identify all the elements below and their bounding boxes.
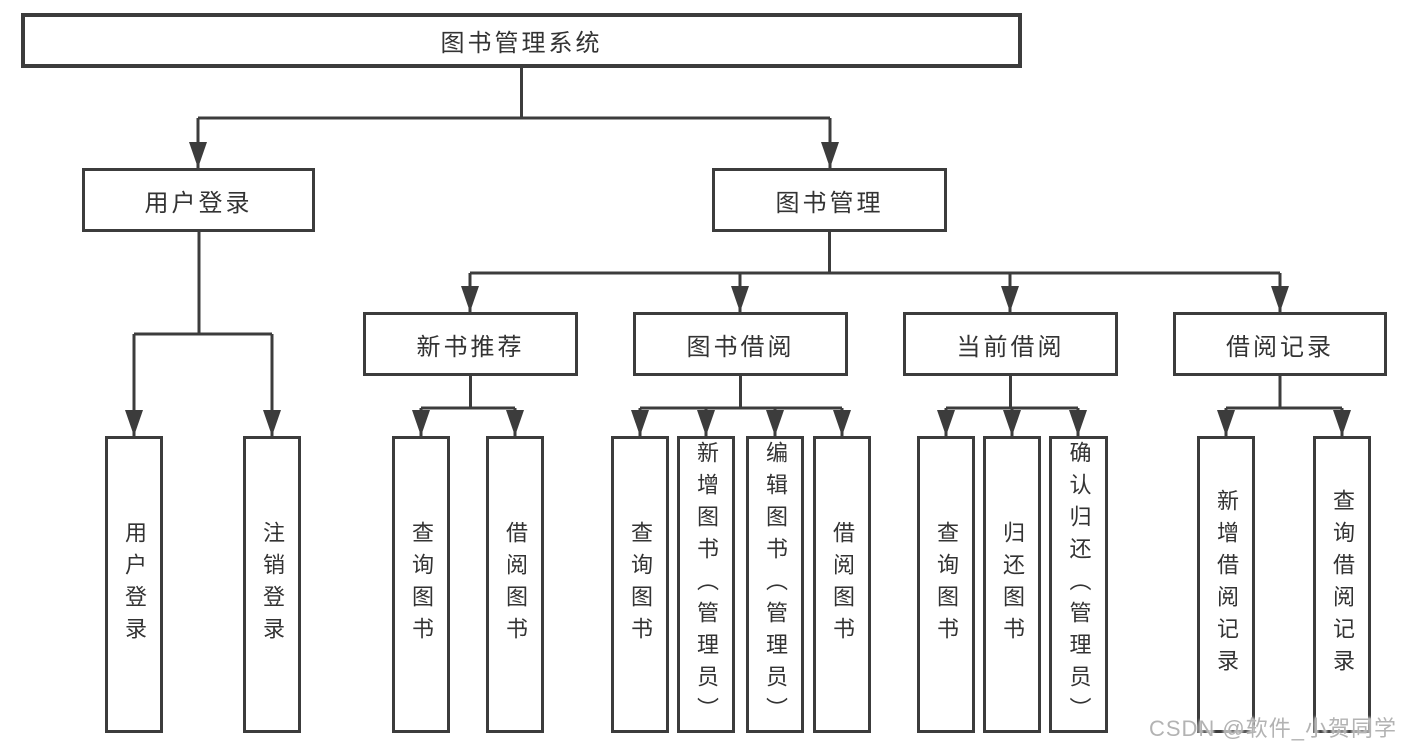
node-user-login: 用户登录	[82, 168, 315, 232]
leaf-query-books-borrow: 查询图书	[611, 436, 669, 733]
node-borrowing-records: 借阅记录	[1173, 312, 1387, 376]
leaf-logout: 注销登录	[243, 436, 301, 733]
leaf-edit-book-admin: 编辑图书（管理员）	[746, 436, 804, 733]
watermark-text: CSDN @软件_小贺同学	[1148, 716, 1397, 741]
leaf-borrow-books-recommend: 借阅图书	[486, 436, 544, 733]
leaf-confirm-return-admin: 确认归还（管理员）	[1049, 436, 1108, 733]
leaf-borrow-books: 借阅图书	[813, 436, 871, 733]
leaf-query-borrow-record: 查询借阅记录	[1313, 436, 1371, 733]
leaf-query-books-current: 查询图书	[917, 436, 975, 733]
leaf-user-login: 用户登录	[105, 436, 163, 733]
leaf-query-books-recommend: 查询图书	[392, 436, 450, 733]
node-library-management-system: 图书管理系统	[21, 13, 1022, 68]
leaf-return-books: 归还图书	[983, 436, 1041, 733]
node-book-borrowing: 图书借阅	[633, 312, 848, 376]
node-new-book-recommendation: 新书推荐	[363, 312, 578, 376]
node-book-management: 图书管理	[712, 168, 947, 232]
connector-trunk-lines	[134, 68, 1342, 410]
node-current-borrowing: 当前借阅	[903, 312, 1118, 376]
leaf-add-book-admin: 新增图书（管理员）	[677, 436, 735, 733]
leaf-add-borrow-record: 新增借阅记录	[1197, 436, 1255, 733]
